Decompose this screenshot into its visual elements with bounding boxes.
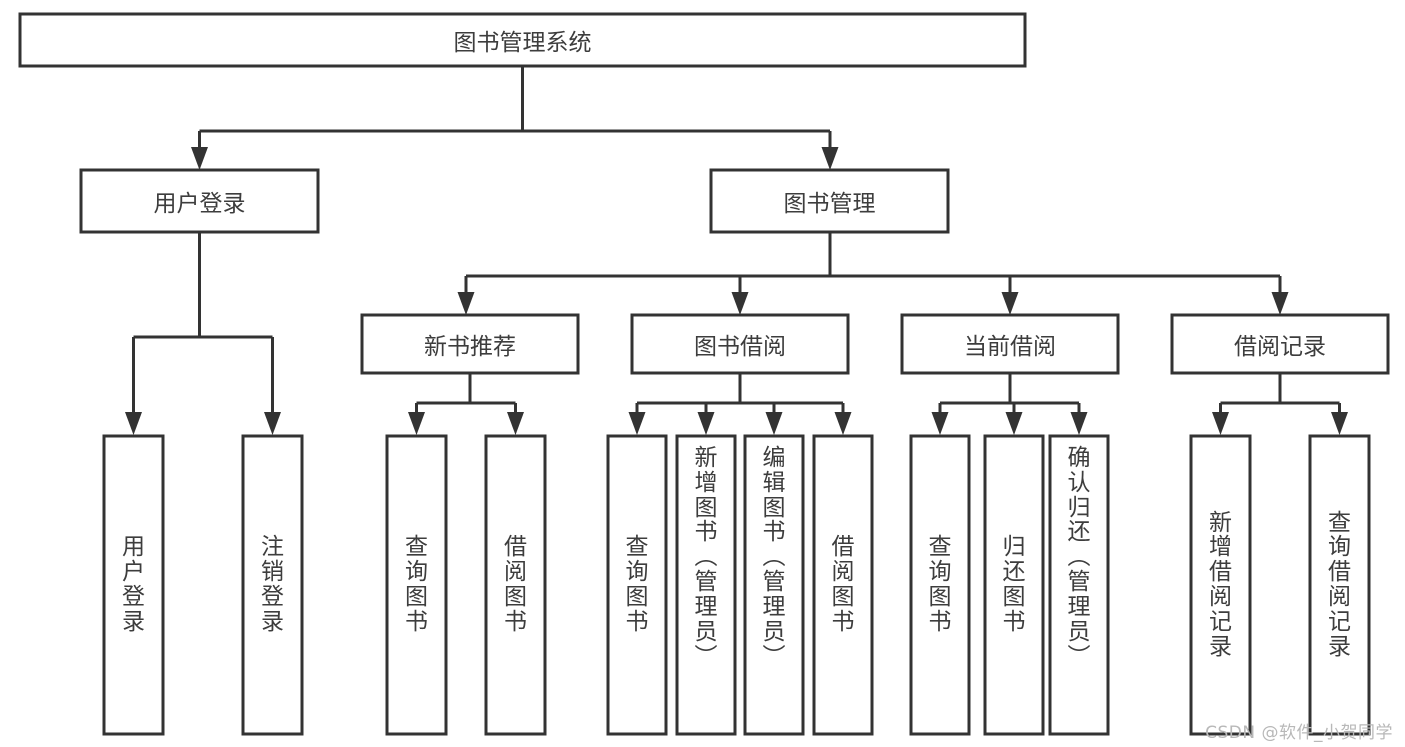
leaf-box-7[interactable]: [812, 434, 874, 736]
leaf-box-4[interactable]: [606, 434, 668, 736]
leaf-box-11[interactable]: [1189, 434, 1252, 736]
leaf-box-8[interactable]: [909, 434, 971, 736]
connector-group-current-borrow: [931, 373, 1088, 435]
leaf-box-10[interactable]: [1048, 434, 1110, 736]
leaf-box-9[interactable]: [983, 434, 1045, 736]
connector-group-root: [191, 66, 839, 170]
leaf-box-5[interactable]: [675, 434, 737, 736]
leaf-box-6[interactable]: [743, 434, 805, 736]
node-box-user-login[interactable]: [79, 168, 320, 234]
leaf-box-3[interactable]: [484, 434, 547, 736]
node-box-book-borrow[interactable]: [630, 313, 850, 375]
connector-group-user-login: [125, 232, 281, 435]
leaf-box-12[interactable]: [1308, 434, 1371, 736]
csdn-watermark: CSDN @软件_小贺同学: [1205, 723, 1393, 743]
leaf-box-1[interactable]: [241, 434, 304, 736]
connector-group-borrow-record: [1212, 373, 1348, 435]
leaf-box-0[interactable]: [102, 434, 165, 736]
node-box-current-borrow[interactable]: [900, 313, 1120, 375]
node-box-new-book-rec[interactable]: [360, 313, 580, 375]
node-box-root[interactable]: [18, 12, 1027, 68]
connector-group-book-manage: [457, 232, 1289, 315]
connector-group-new-book-rec: [408, 373, 524, 435]
leaf-box-2[interactable]: [385, 434, 448, 736]
node-box-book-manage[interactable]: [709, 168, 950, 234]
connector-group-book-borrow: [628, 373, 852, 435]
node-box-borrow-record[interactable]: [1170, 313, 1390, 375]
